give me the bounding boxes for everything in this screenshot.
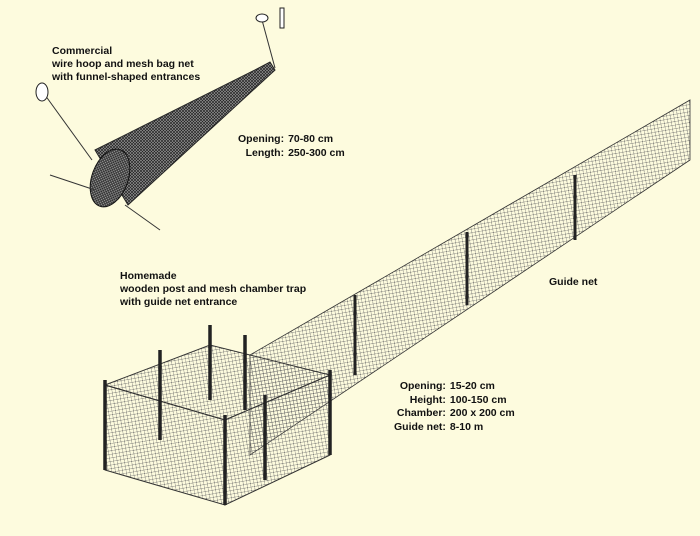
mesh-chamber [103, 325, 332, 506]
commercial-title: Commercial [52, 45, 113, 57]
homemade-specs: Opening:15-20 cm Height:100-150 cm Chamb… [394, 380, 515, 434]
spec-value: 70-80 cm [288, 133, 334, 145]
guide-net [249, 99, 691, 456]
spec-key: Opening: [238, 133, 285, 145]
commercial-specs: Opening:70-80 cm Length:250-300 cm [238, 133, 345, 160]
spec-value: 100-150 cm [449, 393, 507, 406]
homemade-label: Homemade wooden post and mesh chamber tr… [120, 270, 306, 309]
spec-key: Chamber: [396, 407, 446, 419]
spec-row: Length:250-300 cm [238, 147, 345, 161]
hoop-bag-net [35, 7, 285, 231]
guide-net-label: Guide net [549, 276, 598, 288]
spec-row: Chamber:200 x 200 cm [394, 407, 515, 421]
spec-value: 200 x 200 cm [449, 407, 515, 419]
commercial-line2: with funnel-shaped entrances [52, 71, 201, 83]
commercial-label: Commercial wire hoop and mesh bag net wi… [52, 45, 200, 84]
homemade-line1: wooden post and mesh chamber trap [120, 283, 307, 295]
spec-value: 8-10 m [449, 420, 484, 433]
spec-row: Guide net:8-10 m [394, 421, 515, 435]
spec-value: 250-300 cm [288, 146, 345, 159]
homemade-title: Homemade [120, 270, 177, 282]
spec-row: Opening:15-20 cm [394, 380, 515, 394]
spec-key: Length: [245, 146, 285, 159]
spec-key: Height: [409, 393, 446, 406]
spec-row: Height:100-150 cm [394, 394, 515, 408]
commercial-line1: wire hoop and mesh bag net [52, 58, 194, 70]
spec-key: Opening: [399, 380, 446, 392]
homemade-line2: with guide net entrance [120, 296, 238, 308]
spec-value: 15-20 cm [449, 380, 495, 392]
spec-key: Guide net: [394, 420, 446, 433]
spec-row: Opening:70-80 cm [238, 133, 345, 147]
